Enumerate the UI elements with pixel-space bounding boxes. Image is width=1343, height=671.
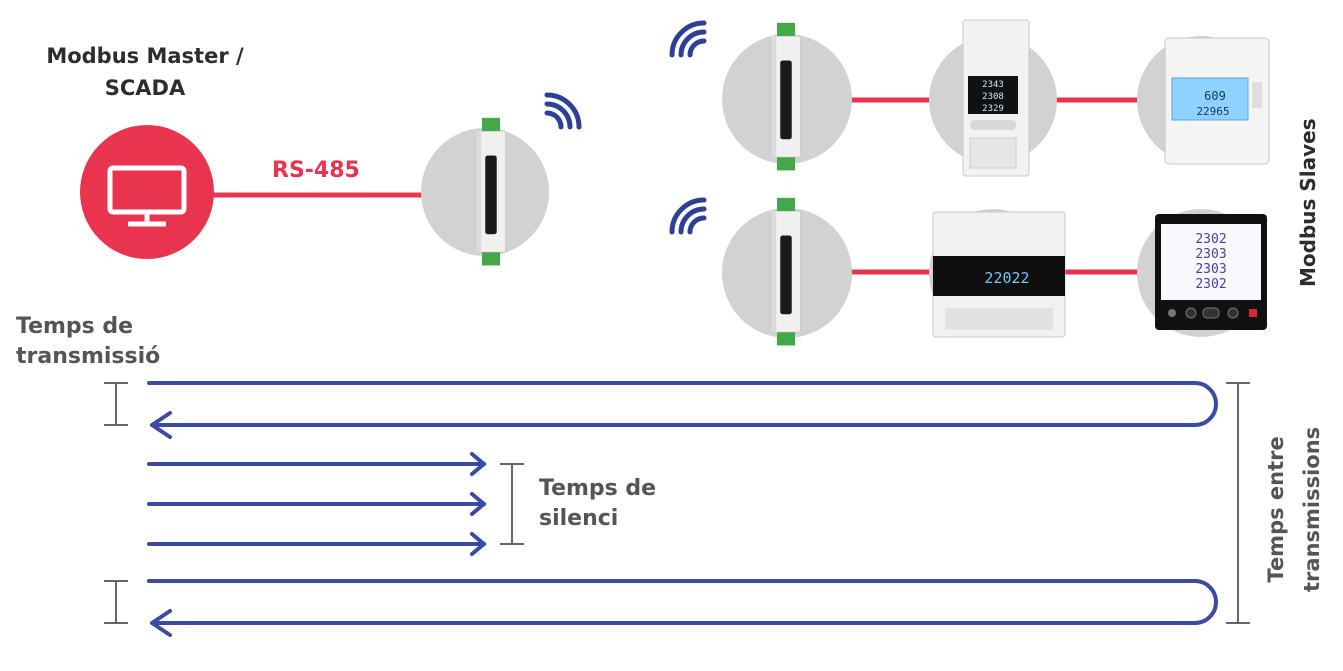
between-transmissions-label: Temps entre transmissions [1258,427,1330,592]
gateway-device-icon [475,117,507,267]
meter1-reading-2: 2308 [982,92,1004,102]
master-label-line1: Modbus Master / [46,44,244,68]
meter4-reading-1: 2302 [1195,232,1226,247]
transmission-time-line2: transmissió [16,344,161,369]
energy-meter-icon: 2302 2303 2303 2302 [1155,214,1267,330]
silence-time-line2: silenci [539,506,619,531]
meter1-reading-3: 2329 [982,104,1004,114]
silence-arrowhead-3 [470,532,486,556]
meter3-reading: 22022 [984,269,1029,287]
silence-time-bracket [500,463,524,545]
between-transmissions-line2: transmissions [1300,426,1324,592]
silence-arrowhead-2 [470,492,486,516]
transmission-time-bracket-2 [104,580,128,624]
meter4-reading-3: 2303 [1195,262,1226,277]
transmission-loop-2 [147,579,1218,625]
monitor-icon [107,165,187,227]
gateway-device-icon [770,22,802,172]
transmission-loop-1 [147,381,1218,427]
silence-arrowhead-1 [470,452,486,476]
modbus-slaves-label: Modbus Slaves [1296,118,1320,287]
master-circle [80,125,214,259]
modbus-slaves-text: Modbus Slaves [1296,118,1320,287]
energy-meter-icon: 2343 2308 2329 [962,19,1030,177]
rs485-label: RS-485 [272,158,360,183]
arrowhead-2 [150,609,172,637]
transmission-time-line1: Temps de [16,314,134,339]
wifi-icon [669,20,707,58]
silence-time-label: Temps de silenci [539,474,656,534]
meter4-reading-4: 2302 [1195,277,1226,292]
wifi-icon [544,92,582,130]
meter1-reading-1: 2343 [982,80,1004,90]
meter2-reading-2: 22965 [1196,105,1229,118]
meter4-reading-2: 2303 [1195,247,1226,262]
between-transmissions-bracket [1226,382,1250,624]
master-label-line2: SCADA [104,76,186,100]
gateway-device-icon [770,197,802,347]
energy-meter-icon: 609 22965 [1164,37,1270,165]
transmission-time-bracket-1 [104,382,128,426]
master-label: Modbus Master / SCADA [30,40,260,104]
silence-time-line1: Temps de [539,476,657,501]
between-transmissions-line1: Temps entre [1264,436,1288,583]
meter2-reading-1: 609 [1204,89,1226,103]
energy-meter-icon: 22022 [932,211,1066,338]
arrowhead-1 [150,411,172,439]
transmission-time-label: Temps de transmissió [16,312,160,372]
wifi-icon [669,197,707,235]
